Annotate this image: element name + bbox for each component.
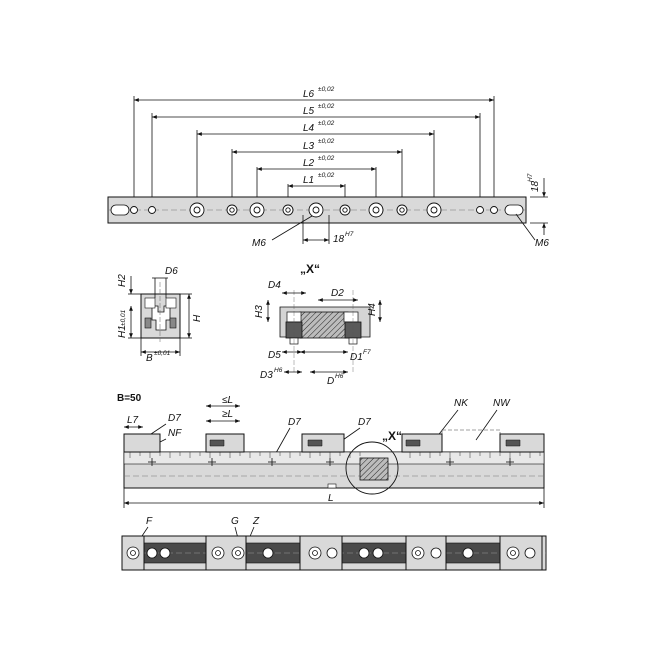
m6-left-label: M6 <box>252 238 266 249</box>
nf-label: NF <box>168 428 182 439</box>
d3-tol: H6 <box>274 367 283 374</box>
dim-l3-tol: ±0,02 <box>318 138 335 145</box>
d7-mid-label: D7 <box>288 417 301 428</box>
d7-right-label: D7 <box>358 417 371 428</box>
holes <box>130 202 498 218</box>
side-dim-tol: H7 <box>527 173 534 182</box>
bottom-dim-label: 18 <box>333 234 345 245</box>
detail-hatch <box>299 311 349 339</box>
dim-l1-tol: ±0,02 <box>318 172 335 179</box>
side-hatch <box>359 457 389 481</box>
l7-label: L7 <box>127 415 139 426</box>
detail-x-title: „X“ <box>300 262 320 276</box>
d3-label: D3 <box>260 370 273 381</box>
side-dim-label: 18 <box>530 180 541 192</box>
nk-label: NK <box>454 398 469 409</box>
detail-x: „X“ D4 D2 H3 H4 D5 D1 F7 D3 H6 D <box>254 262 382 387</box>
b-label: B <box>146 353 153 364</box>
dim-l4-tol: ±0,02 <box>318 120 335 127</box>
scale-ticks <box>129 452 541 458</box>
le-label: ≤L <box>222 395 233 406</box>
d1-tol: F7 <box>363 349 371 356</box>
clamp-2 <box>205 433 245 453</box>
h1-tol: ±0,01 <box>120 309 127 326</box>
h-label: H <box>192 314 203 322</box>
f-label: F <box>146 516 153 527</box>
dim-l4-label: L4 <box>303 123 315 134</box>
dimension-lines <box>134 98 494 188</box>
clamp-4 <box>401 433 443 453</box>
dim-l5-label: L5 <box>303 106 315 117</box>
x-marker-label: „X“ <box>382 429 402 443</box>
g-label: G <box>231 516 239 527</box>
detail-x-circle <box>345 441 399 495</box>
dim-l6-tol: ±0,02 <box>318 86 335 93</box>
d7-left-label: D7 <box>168 413 181 424</box>
bottom-holes <box>126 546 536 560</box>
h4-label: H4 <box>367 303 378 316</box>
dim-l6-label: L6 <box>303 89 315 100</box>
dim-l2-tol: ±0,02 <box>318 155 335 162</box>
d2-label: D2 <box>331 288 344 299</box>
bottom-view: F G Z <box>121 516 547 571</box>
dim-l5-tol: ±0,02 <box>318 103 335 110</box>
clamp-3 <box>301 433 345 453</box>
d4-label: D4 <box>268 280 281 291</box>
clamp-5 <box>499 433 545 453</box>
d1-label: D1 <box>350 352 363 363</box>
clamp-1 <box>123 433 161 453</box>
nw-label: NW <box>493 398 511 409</box>
side-view: B=50 L7 ≤L ≥L D7 NF D7 D7 NK NW <box>117 393 545 508</box>
section-view: D6 H2 H1 ±0,01 H B ±0,01 <box>117 266 203 364</box>
b50-label: B=50 <box>117 393 142 404</box>
cross-marks <box>148 458 514 466</box>
ge-label: ≥L <box>222 409 233 420</box>
h1-label: H1 <box>117 325 128 338</box>
z-label: Z <box>252 516 260 527</box>
m6-right-label: M6 <box>535 238 549 249</box>
d5-label: D5 <box>268 350 281 361</box>
dim-l3-label: L3 <box>303 141 315 152</box>
d-label: D <box>327 376 334 387</box>
slot-right <box>504 204 524 216</box>
d6-label: D6 <box>165 266 178 277</box>
dim-l1-label: L1 <box>303 175 314 186</box>
l-label: L <box>328 493 334 504</box>
h3-label: H3 <box>254 305 265 318</box>
top-view: L6 ±0,02 L5 ±0,02 L4 ±0,02 L3 ±0,02 L2 ±… <box>107 86 549 249</box>
bottom-dim-tol: H7 <box>345 231 354 238</box>
b-tol: ±0,01 <box>154 350 171 357</box>
dim-l2-label: L2 <box>303 158 315 169</box>
d-tol: H6 <box>335 373 344 380</box>
h2-label: H2 <box>117 274 128 287</box>
slot-left <box>110 204 130 216</box>
